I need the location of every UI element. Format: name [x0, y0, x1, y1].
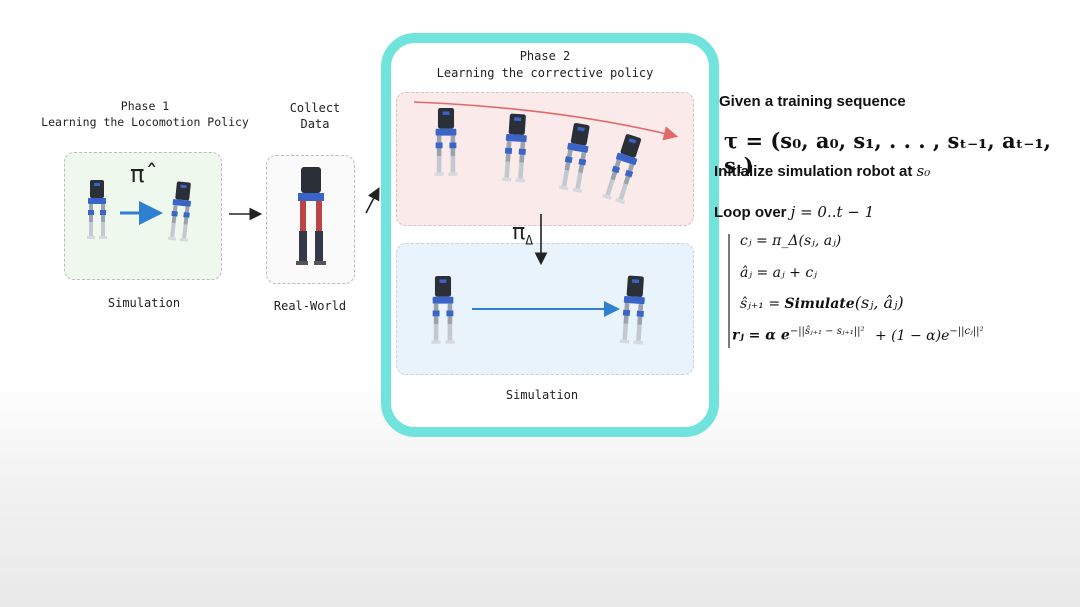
phase1-robot-walking	[167, 180, 194, 242]
phase2-label: Phase 2	[519, 49, 571, 63]
phase1-policy-symbol: π̂	[130, 160, 145, 188]
simulate-args: (sⱼ, âⱼ)	[854, 293, 904, 312]
simulate-left: ŝⱼ₊₁ =	[740, 296, 785, 312]
phase2-subtitle: Learning the corrective policy	[436, 66, 654, 80]
corrected-robot-start	[431, 276, 455, 344]
phase2-title: Phase 2 Learning the corrective policy	[395, 48, 695, 82]
loop-line: Loop over j = 0..t − 1	[714, 203, 874, 221]
drift-red-arrow	[413, 101, 679, 141]
phase1-subtitle: Learning the Locomotion Policy	[41, 115, 249, 129]
phase1-label: Phase 1	[120, 99, 170, 113]
loop-range: j = 0..t − 1	[790, 203, 875, 221]
corrective-robot-3	[558, 122, 594, 193]
initialize-text: Initialize simulation robot at	[714, 163, 917, 180]
reward-left: rⱼ = α e	[732, 327, 790, 344]
training-sequence-formula: τ = (s₀, a₀, s₁, . . . , sₜ₋₁, aₜ₋₁, sₜ)	[724, 128, 1051, 178]
initialize-var: s₀	[916, 162, 931, 180]
reward-exponent-1: −||ŝⱼ₊₁ − sⱼ₊₁||²	[789, 326, 865, 337]
corrective-policy-symbol: πΔ	[512, 220, 533, 248]
phase2-caption: Simulation	[505, 388, 579, 402]
loop-text: Loop over	[714, 204, 791, 221]
corrective-policy-delta: Δ	[525, 233, 534, 249]
simulate-function: Simulate	[784, 296, 855, 312]
equation-corrected-action: âⱼ = aⱼ + cⱼ	[740, 265, 817, 281]
real-world-caption: Real-World	[273, 299, 347, 313]
collect-line2: Data	[300, 117, 330, 131]
corrective-robot-2	[501, 113, 530, 183]
arrow-to-phase2	[365, 187, 380, 214]
phase1-title: Phase 1 Learning the Locomotion Policy	[20, 98, 270, 130]
collect-data-title: Collect Data	[270, 100, 360, 132]
equation-reward: rⱼ = α e−||ŝⱼ₊₁ − sⱼ₊₁||² + (1 − α)e−||c…	[732, 326, 984, 344]
collect-line1: Collect	[289, 101, 341, 115]
corrected-robot-end	[619, 275, 648, 345]
reward-middle: + (1 − α)e	[875, 327, 950, 344]
corrective-robot-4	[602, 132, 645, 205]
initialize-line: Initialize simulation robot at s₀	[714, 162, 930, 180]
phase1-robot-standing	[87, 180, 107, 239]
equation-simulate: ŝⱼ₊₁ = Simulate(sⱼ, âⱼ)	[740, 293, 904, 312]
phase1-caption: Simulation	[107, 296, 181, 310]
corrective-policy-pi: π	[512, 220, 526, 245]
reward-exponent-2: −||cⱼ||²	[949, 326, 984, 337]
given-sequence-heading: Given a training sequence	[719, 93, 906, 110]
real-world-robot	[296, 167, 326, 265]
corrective-robot-1	[434, 108, 458, 176]
equation-correction: cⱼ = π_Δ(sⱼ, aⱼ)	[740, 233, 842, 249]
